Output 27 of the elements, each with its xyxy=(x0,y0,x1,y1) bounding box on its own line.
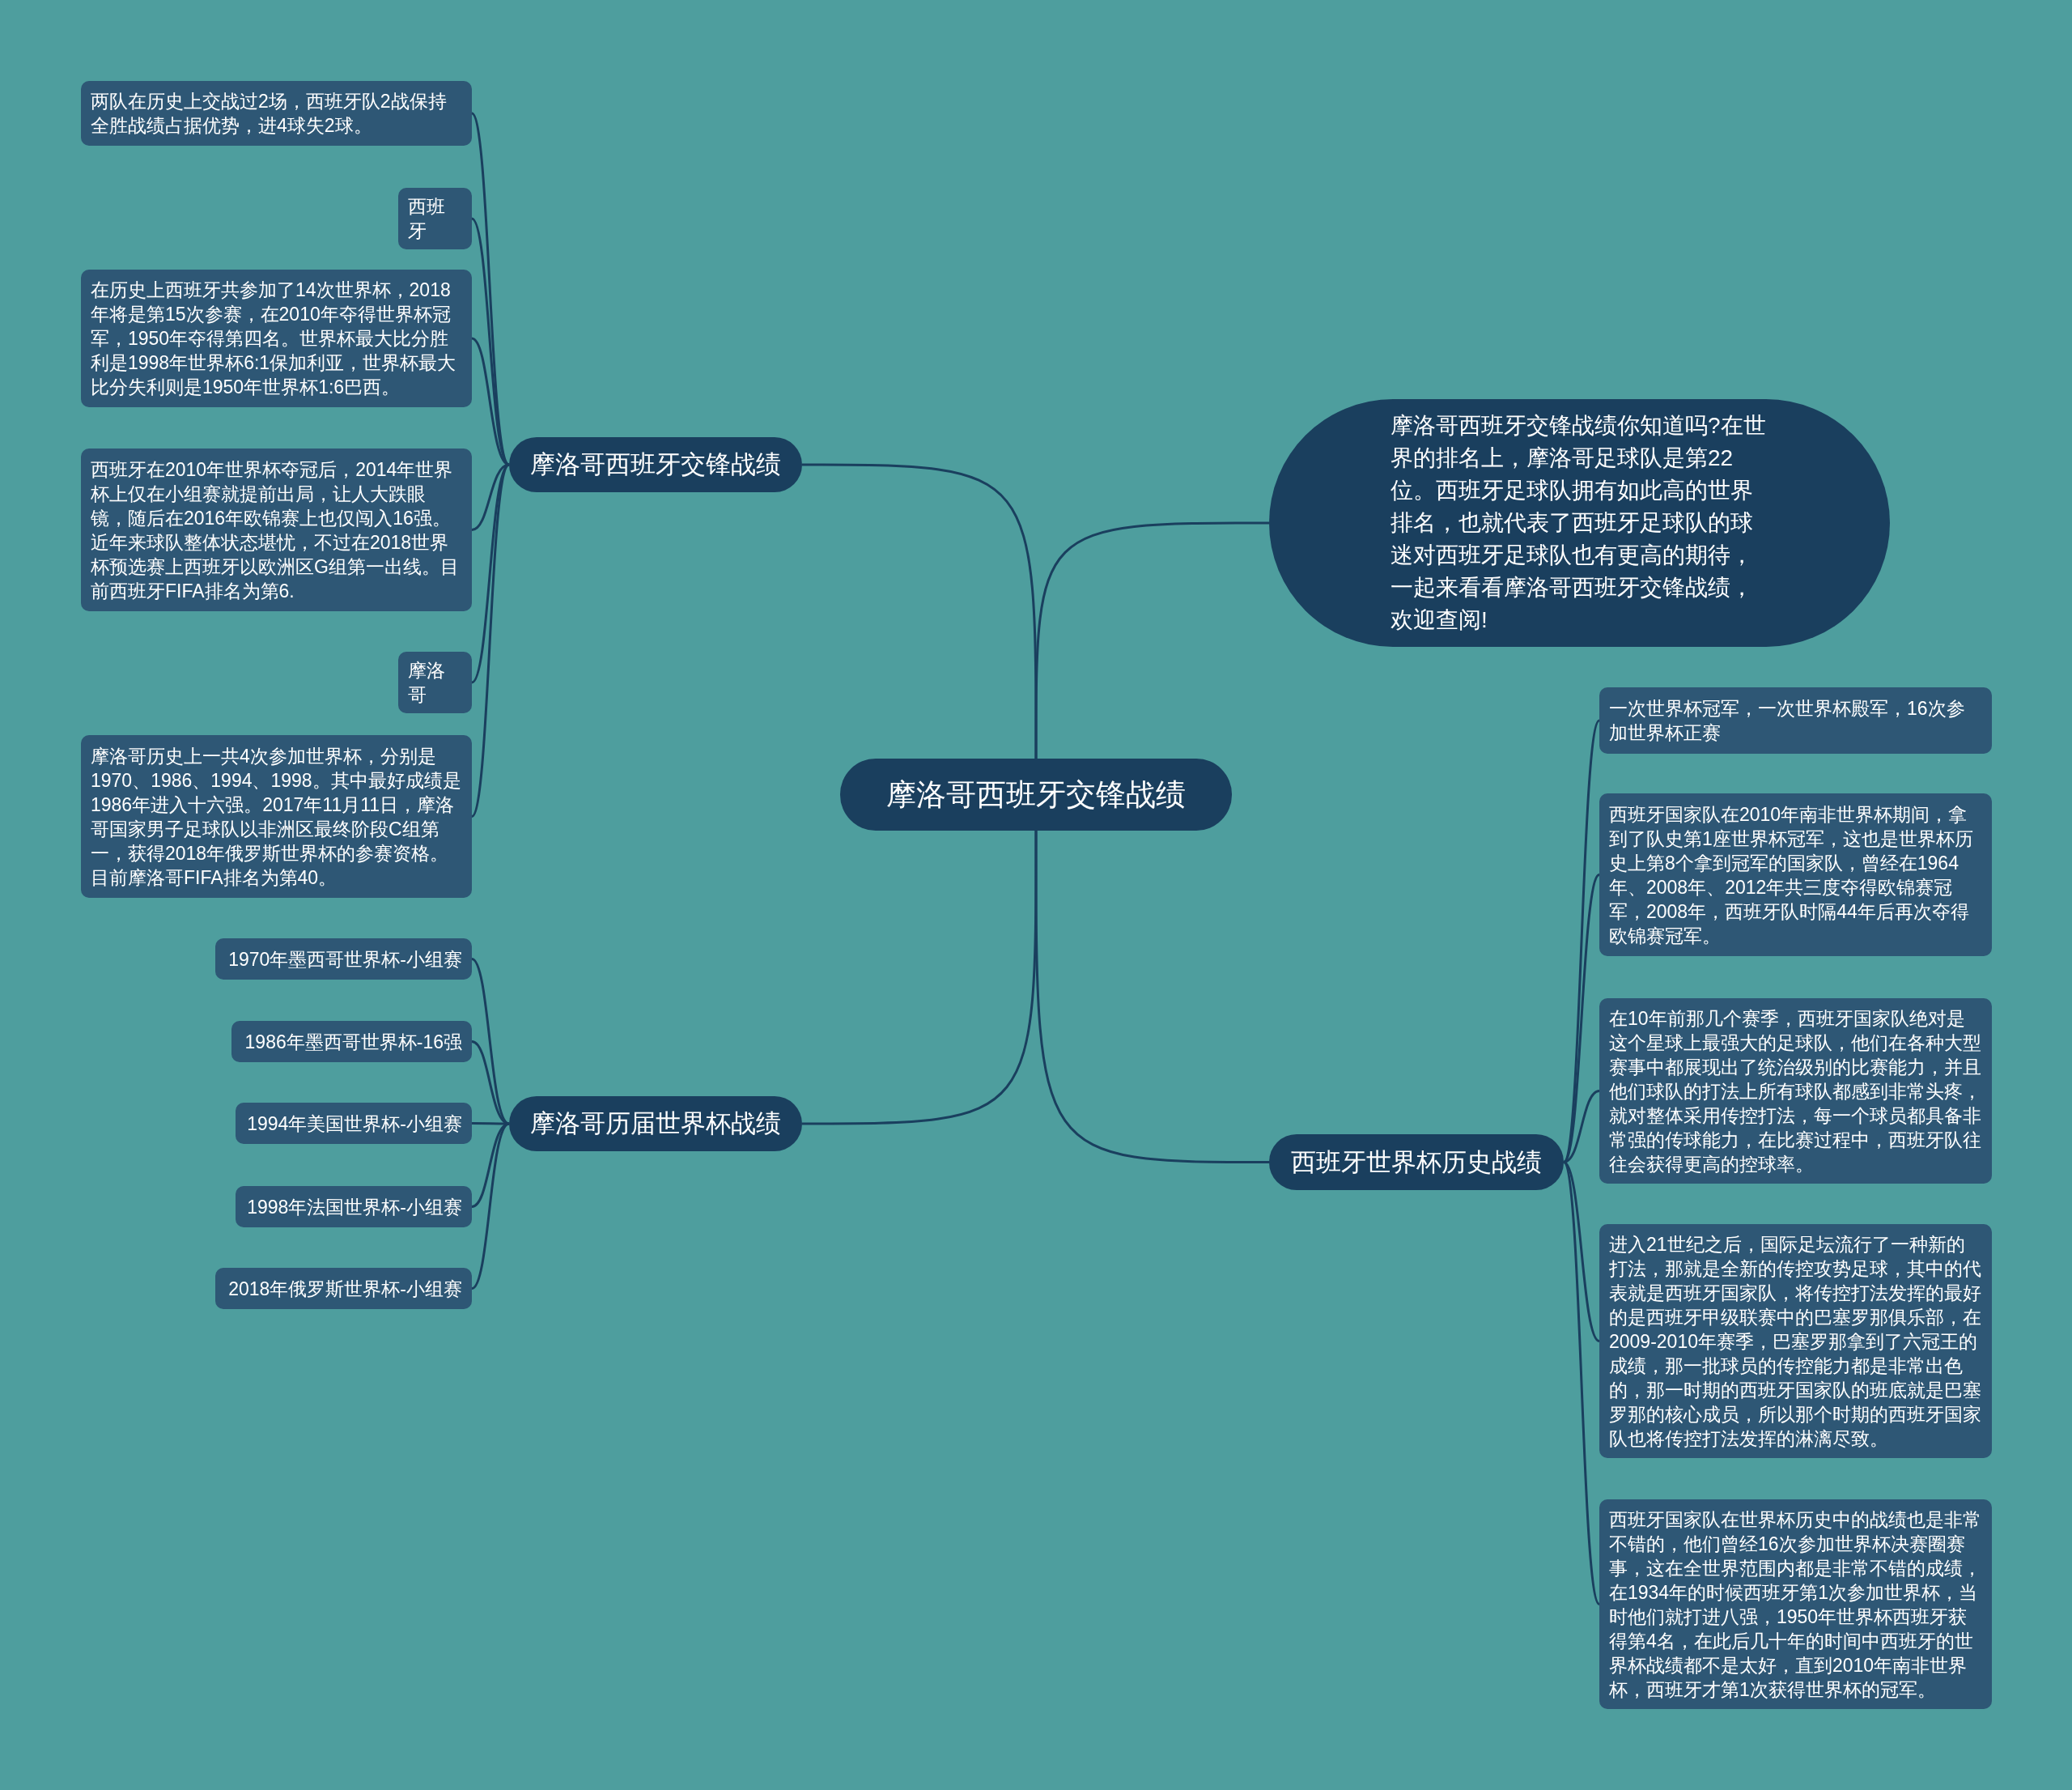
note-box: 在历史上西班牙共参加了14次世界杯，2018年将是第15次参赛，在2010年夺得世界杯冠军，1950年夺得第四名。世界杯最大比分胜利是1998年世界杯6:1保加利亚，世界杯最大比分失利则是1950年世界杯1:6巴西。 xyxy=(81,270,472,407)
note-box: 1994年美国世界杯-小组赛 xyxy=(236,1103,472,1144)
connector-line xyxy=(1562,1161,1601,1605)
connector-line xyxy=(1034,831,1269,1163)
note-box: 1986年墨西哥世界杯-16强 xyxy=(231,1021,472,1062)
topic-box: 摩洛哥历届世界杯战绩 xyxy=(509,1096,802,1151)
topic-box: 西班牙世界杯历史战绩 xyxy=(1269,1134,1564,1190)
note-box: 在10年前那几个赛季，西班牙国家队绝对是这个星球上最强大的足球队，他们在各种大型赛事中都展现出了统治级别的比赛能力，并且他们球队的打法上所有球队都感到非常头疼，就对整体采用传控打法，每一个球员都具备非常强的传球能力，在比赛过程中，西班牙队往往会获得更高的控球率。 xyxy=(1599,998,1992,1184)
note-box: 一次世界杯冠军，一次世界杯殿军，16次参加世界杯正赛 xyxy=(1599,687,1992,754)
note-box: 两队在历史上交战过2场，西班牙队2战保持全胜战绩占据优势，进4球失2球。 xyxy=(81,81,472,146)
connector-line xyxy=(802,463,1038,759)
note-box: 摩洛哥历史上一共4次参加世界杯，分别是1970、1986、1994、1998。其中最好成绩是1986年进入十六强。2017年11月11日，摩洛哥国家男子足球队以非洲区最终阶段C组第一，获得2018年俄罗斯世界杯的参赛资格。目前摩洛哥FIFA排名为第40。 xyxy=(81,735,472,898)
note-box: 西班牙国家队在世界杯历史中的战绩也是非常不错的，他们曾经16次参加世界杯决赛圈赛事，这在全世界范围内都是非常不错的成绩，在1934年的时候西班牙第1次参加世界杯，当时他们就打进八强，1950年世界杯西班牙获得第4名，在此后几十年的时间中西班牙的世界杯战绩都不是太好，直到2010年南非世界杯，西班牙才第1次获得世界杯的冠军。 xyxy=(1599,1499,1992,1709)
topic-box: 摩洛哥西班牙交锋战绩 xyxy=(509,437,802,492)
note-box: 进入21世纪之后，国际足坛流行了一种新的打法，那就是全新的传控攻势足球，其中的代表就是西班牙国家队，将传控打法发挥的最好的是西班牙甲级联赛中的巴塞罗那俱乐部，在2009-2010年赛季，巴塞罗那拿到了六冠王的成绩，那一批球员的传控能力都是非常出色的，那一时期的西班牙国家队的班底就是巴塞罗那的核心成员，所以那个时期的西班牙国家队也将传控打法发挥的淋漓尽致。 xyxy=(1599,1224,1992,1458)
note-box: 2018年俄罗斯世界杯-小组赛 xyxy=(215,1268,472,1309)
note-box: 西班牙 xyxy=(398,188,472,249)
note-box: 摩洛哥 xyxy=(398,652,472,713)
connector-line xyxy=(470,464,511,818)
note-box: 1998年法国世界杯-小组赛 xyxy=(236,1186,472,1227)
note-box: 西班牙在2010年世界杯夺冠后，2014年世界杯上仅在小组赛就提前出局，让人大跌眼镜，随后在2016年欧锦赛上也仅闯入16强。近年来球队整体状态堪忧，不过在2018世界杯预选赛上西班牙以欧洲区G组第一出线。目前西班牙FIFA排名为第6. xyxy=(81,449,472,611)
connector-line xyxy=(802,831,1038,1125)
note-box: 1970年墨西哥世界杯-小组赛 xyxy=(215,938,472,980)
central-topic: 摩洛哥西班牙交锋战绩 xyxy=(840,759,1232,831)
connector-line xyxy=(471,1122,510,1290)
note-box: 西班牙国家队在2010年南非世界杯期间，拿到了队史第1座世界杯冠军，这也是世界杯历史上第8个拿到冠军的国家队，曾经在1964年、2008年、2012年共三度夺得欧锦赛冠军，2008年，西班牙队时隔44年后再次夺得欧锦赛冠军。 xyxy=(1599,793,1992,956)
connector-line xyxy=(1034,521,1269,759)
